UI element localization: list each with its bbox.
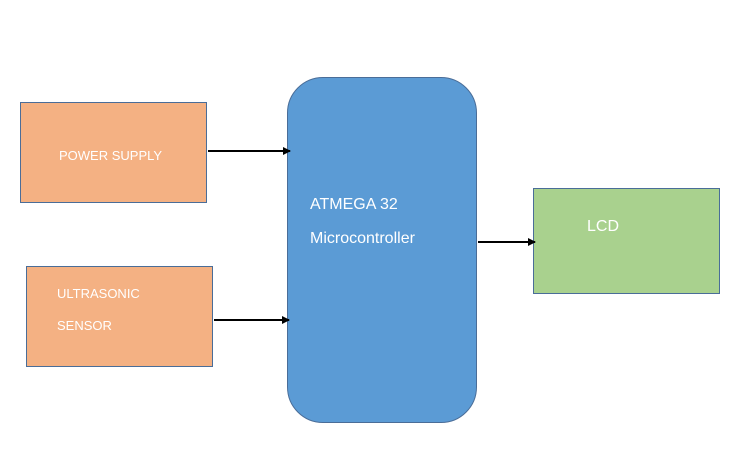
lcd-block: LCD: [533, 188, 720, 294]
lcd-label: LCD: [587, 218, 620, 235]
ultrasonic-sensor-block: ULTRASONIC SENSOR: [26, 266, 213, 367]
microcontroller-block: ATMEGA 32 Microcontroller: [287, 77, 477, 423]
microcontroller-label-line1: ATMEGA 32: [310, 196, 398, 213]
microcontroller-label-line2: Microcontroller: [310, 230, 415, 247]
ultrasonic-sensor-label-line1: ULTRASONIC: [57, 286, 140, 301]
power-supply-block: POWER SUPPLY: [20, 102, 207, 203]
power-supply-label: POWER SUPPLY: [59, 148, 163, 163]
ultrasonic-sensor-label-line2: SENSOR: [57, 318, 112, 333]
